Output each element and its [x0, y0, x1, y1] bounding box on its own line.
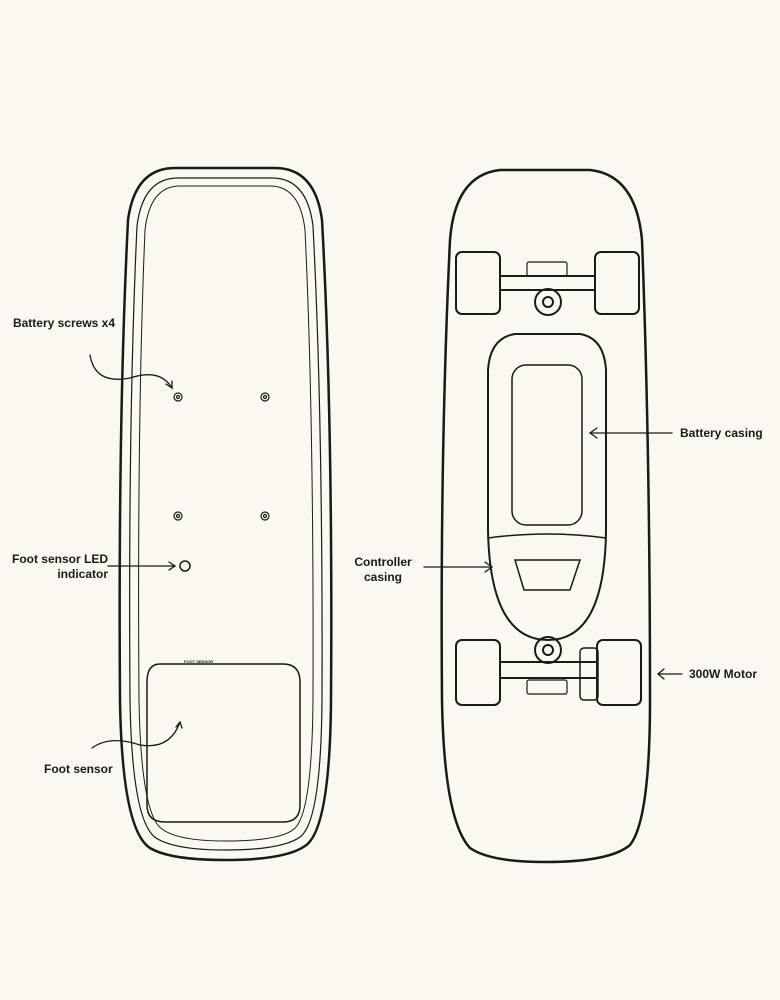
- label-battery-screws: Battery screws x4: [12, 316, 116, 330]
- label-battery-casing: Battery casing: [680, 426, 763, 440]
- foot-sensor-pad: [146, 663, 301, 823]
- battery-screws: [173, 392, 270, 521]
- label-foot-sensor-led: Foot sensor LED indicator: [11, 552, 108, 581]
- label-foot-sensor: Foot sensor: [44, 762, 113, 776]
- motor: [579, 647, 599, 701]
- led-indicator: [179, 560, 191, 572]
- callout-arrows: [89, 354, 683, 749]
- board-top-view: [118, 166, 333, 862]
- board-bottom-view: [440, 168, 652, 864]
- label-controller-casing: Controller casing: [354, 555, 412, 584]
- foot-sensor-print: FOOT SENSOR: [184, 659, 214, 664]
- label-motor: 300W Motor: [689, 667, 758, 681]
